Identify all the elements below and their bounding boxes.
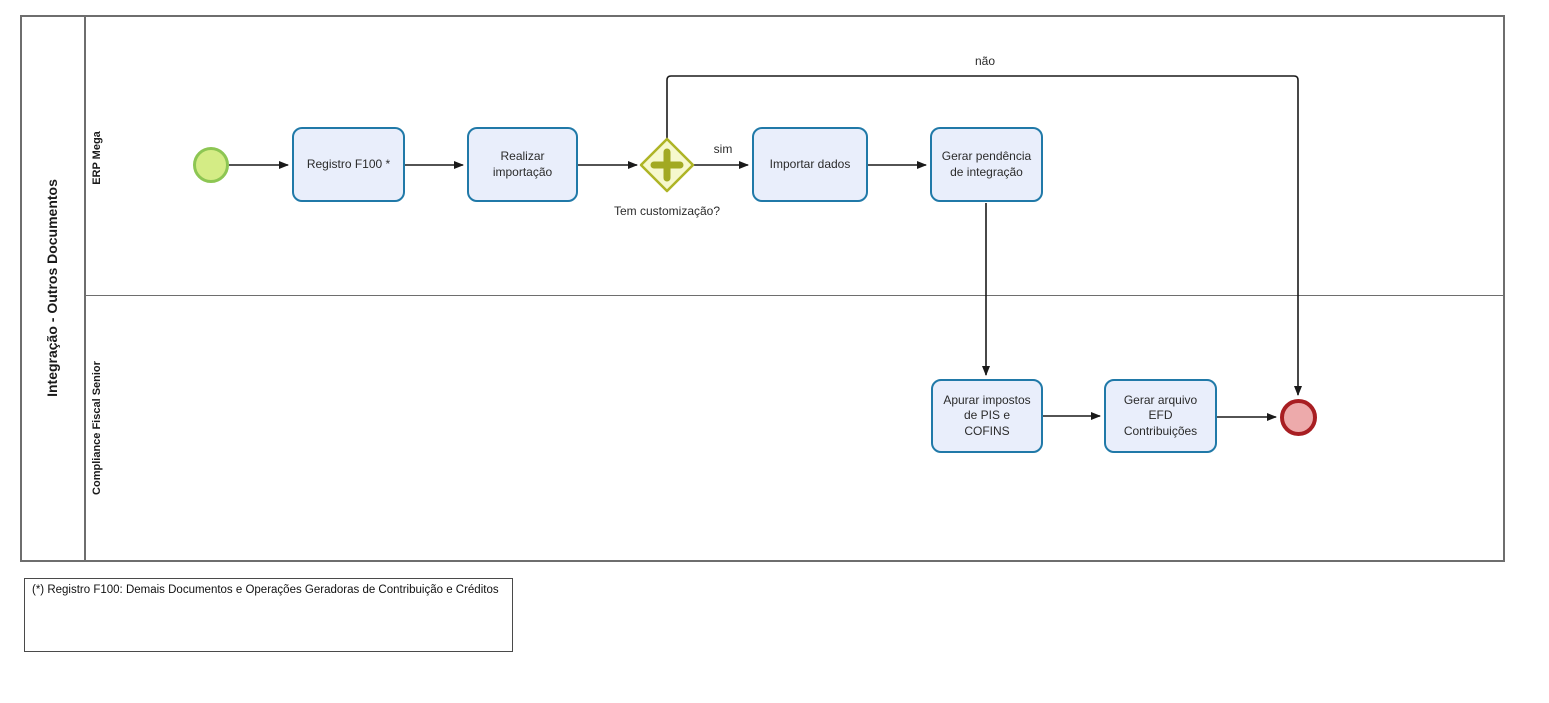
- task-label: Registro F100 *: [306, 156, 391, 171]
- end-event: [1280, 399, 1317, 436]
- gateway-label: Tem customização?: [613, 204, 721, 218]
- task-label: Importar dados: [769, 156, 851, 171]
- flow-label-nao: não: [974, 54, 996, 68]
- task-registro-f100: Registro F100 *: [292, 127, 405, 202]
- task-label: Apurar impostos de PIS e COFINS: [943, 392, 1031, 438]
- footnote-box: (*) Registro F100: Demais Documentos e O…: [24, 578, 513, 652]
- task-apurar-impostos: Apurar impostos de PIS e COFINS: [931, 379, 1043, 453]
- pool-title: Integração - Outros Documentos: [44, 179, 60, 397]
- lane-label-compliance-fiscal-senior: Compliance Fiscal Senior: [91, 361, 103, 495]
- task-importar-dados: Importar dados: [752, 127, 868, 202]
- pool-title-divider: [84, 15, 86, 562]
- task-realizar-importacao: Realizar importação: [467, 127, 578, 202]
- task-gerar-arquivo-efd: Gerar arquivo EFD Contribuições: [1104, 379, 1217, 453]
- pool-border: [20, 15, 1505, 562]
- lane-label-erp-mega: ERP Mega: [91, 131, 103, 185]
- start-event: [193, 147, 229, 183]
- task-label: Realizar importação: [492, 148, 553, 179]
- footnote-text: (*) Registro F100: Demais Documentos e O…: [32, 584, 499, 596]
- task-label: Gerar arquivo EFD Contribuições: [1123, 392, 1198, 438]
- flow-label-sim: sim: [713, 142, 733, 156]
- task-gerar-pendencia: Gerar pendência de integração: [930, 127, 1043, 202]
- lane-divider: [85, 295, 1505, 296]
- task-label: Gerar pendência de integração: [941, 148, 1032, 179]
